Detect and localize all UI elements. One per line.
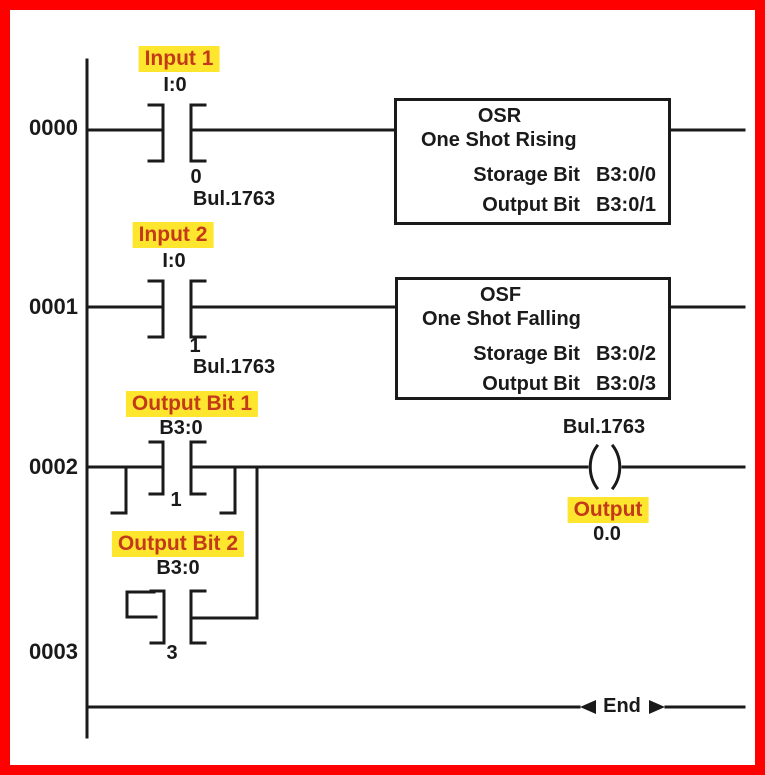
contact-bit-branch: 3 (166, 642, 178, 664)
tag-label-output-bit-2: Output Bit 2 (111, 531, 245, 557)
contact-input1-right-bracket (189, 103, 207, 163)
coil-address: 0.0 (593, 523, 621, 545)
osf-storage-bit-value: B3:0/2 (595, 343, 656, 365)
contact-address-branch: B3:0 (156, 557, 200, 579)
end-marker-label: End (603, 695, 641, 717)
contact-bit-rung2: 1 (170, 489, 182, 511)
contact-address-rung2: B3:0 (159, 417, 203, 439)
output-coil-right-paren (610, 443, 622, 491)
coil-catalog: Bul.1763 (562, 416, 646, 438)
tag-label-output-bit-1: Output Bit 1 (125, 391, 259, 417)
end-arrow-left-icon (580, 700, 596, 714)
contact-catalog-rung1: Bul.1763 (192, 356, 276, 378)
rung-number-0002: 0002 (29, 454, 78, 479)
tag-label-output: Output (567, 497, 649, 523)
contact-address-rung0: I:0 (163, 74, 187, 96)
osf-output-bit-row: Output Bit B3:0/3 (398, 373, 656, 396)
osf-output-bit-value: B3:0/3 (595, 373, 656, 395)
contact-outputbit2-left-bracket (149, 589, 166, 645)
osf-output-bit-param: Output Bit (482, 373, 580, 395)
osr-storage-bit-value: B3:0/0 (595, 164, 656, 186)
osf-mnemonic: OSF (479, 284, 522, 306)
end-arrow-right-icon (649, 700, 665, 714)
output-coil-left-paren (588, 443, 600, 491)
contact-outputbit1-left-bracket (148, 440, 165, 496)
branch-end-stub (219, 465, 237, 515)
rung-number-0001: 0001 (29, 294, 78, 319)
osr-storage-bit-row: Storage Bit B3:0/0 (397, 164, 656, 187)
contact-input2-left-bracket (147, 279, 165, 339)
osr-name: One Shot Rising (421, 129, 577, 151)
contact-catalog-rung0: Bul.1763 (192, 188, 276, 210)
contact-bit-rung0: 0 (190, 166, 202, 188)
osf-storage-bit-row: Storage Bit B3:0/2 (398, 343, 656, 366)
branch-left-hook (125, 590, 158, 619)
osr-output-bit-value: B3:0/1 (595, 194, 656, 216)
osr-output-bit-param: Output Bit (482, 194, 580, 216)
osf-instruction-block: OSF One Shot Falling Storage Bit B3:0/2 … (395, 277, 671, 400)
rung-number-0000: 0000 (29, 115, 78, 140)
contact-input2-right-bracket (189, 279, 207, 339)
branch-start-stub (110, 465, 128, 515)
contact-outputbit1-right-bracket (189, 440, 207, 496)
contact-input1-left-bracket (147, 103, 165, 163)
osf-storage-bit-param: Storage Bit (473, 343, 580, 365)
osr-storage-bit-param: Storage Bit (473, 164, 580, 186)
osr-instruction-block: OSR One Shot Rising Storage Bit B3:0/0 O… (394, 98, 671, 225)
rung-number-0003: 0003 (29, 639, 78, 664)
tag-label-input-1: Input 1 (138, 46, 220, 72)
osf-name: One Shot Falling (422, 308, 581, 330)
osr-mnemonic: OSR (477, 105, 522, 127)
contact-address-rung1: I:0 (162, 250, 186, 272)
osr-output-bit-row: Output Bit B3:0/1 (397, 194, 656, 217)
contact-bit-rung1: 1 (189, 335, 201, 357)
tag-label-input-2: Input 2 (132, 222, 214, 248)
